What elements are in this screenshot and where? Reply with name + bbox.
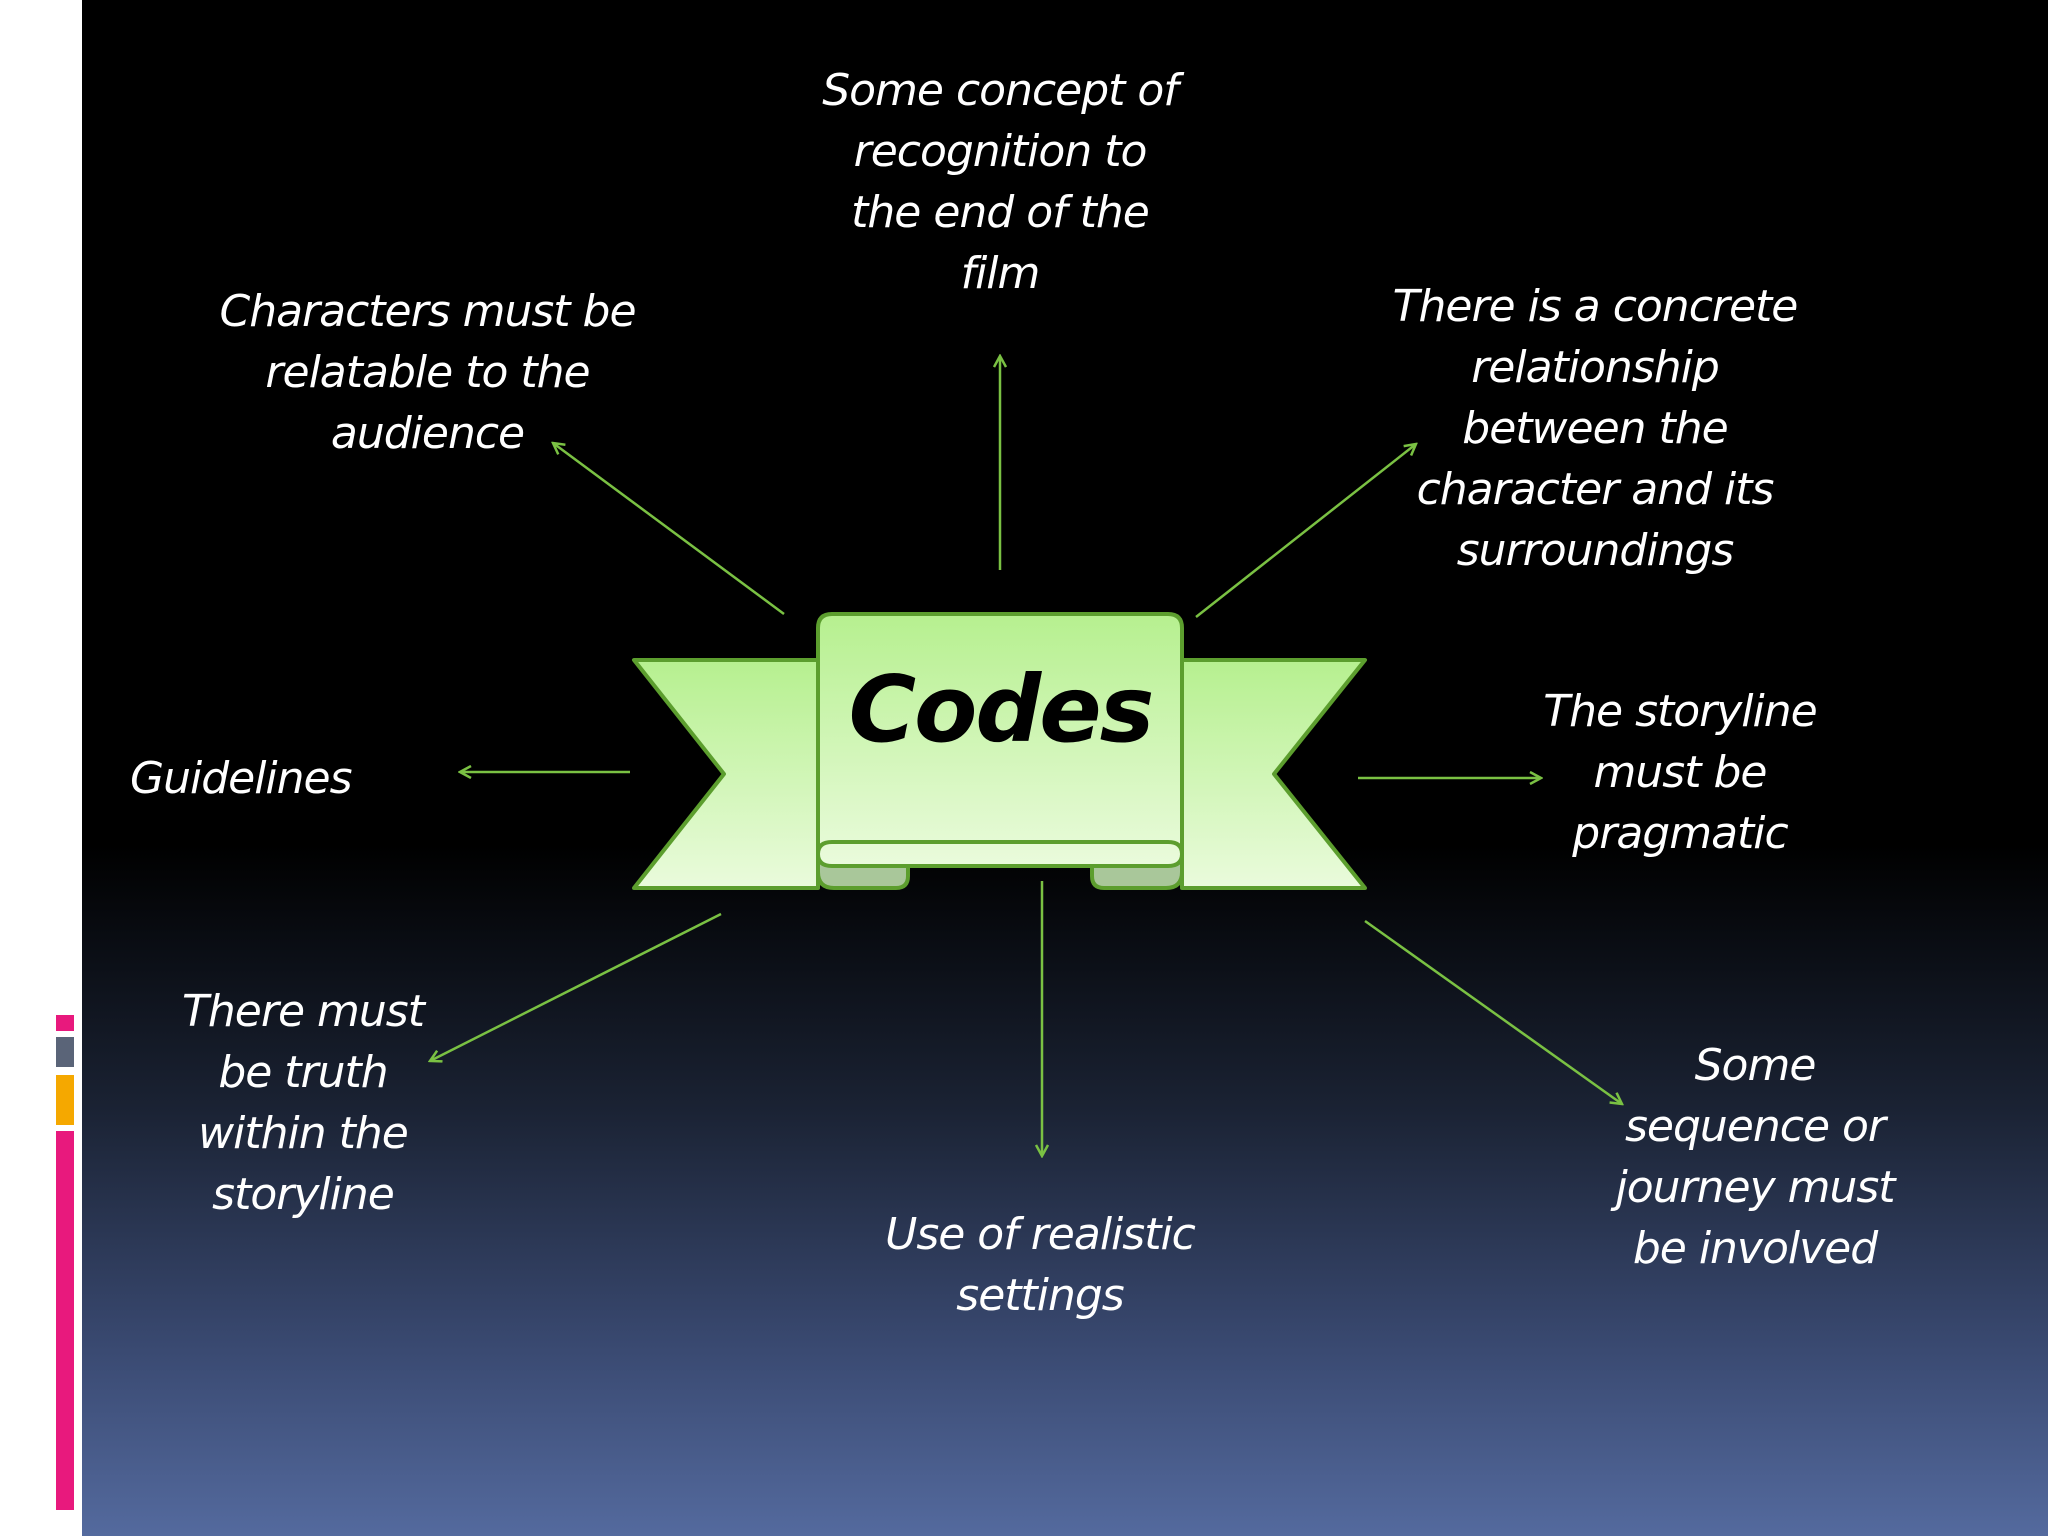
arrow-top-left [553,443,785,616]
node-bottom-right: Some sequence or journey must be involve… [1615,1040,1895,1274]
node-bottom-left: There must be truth within the storyline [182,986,425,1220]
ribbon-banner-icon [632,612,1367,890]
banner-fold-line [816,840,1184,855]
arrow-bottom-left [430,912,722,1061]
decorative-lines-icon [48,148,82,236]
accent-segment-gray [56,1037,74,1067]
node-top-right: There is a concrete relationship between… [1392,281,1799,576]
accent-segment-orange [56,1075,74,1125]
connector-arrows [430,356,1622,1156]
node-top-left: Characters must be relatable to the audi… [219,286,636,459]
node-top: Some concept of recognition to the end o… [822,65,1179,299]
arrow-top-right [1195,444,1416,618]
arrow-bottom-right [1364,919,1622,1104]
node-left: Guidelines [130,753,353,804]
banner-right-tail [1180,658,1367,890]
center-node-label: Codes [848,656,1155,763]
accent-segment-pink [56,1131,74,1510]
node-right: The storyline must be pragmatic [1543,686,1817,859]
accent-segment-pink [56,1015,74,1031]
node-bottom: Use of realistic settings [885,1209,1196,1321]
banner-left-tail [632,658,820,890]
accent-bar [56,1015,74,1510]
